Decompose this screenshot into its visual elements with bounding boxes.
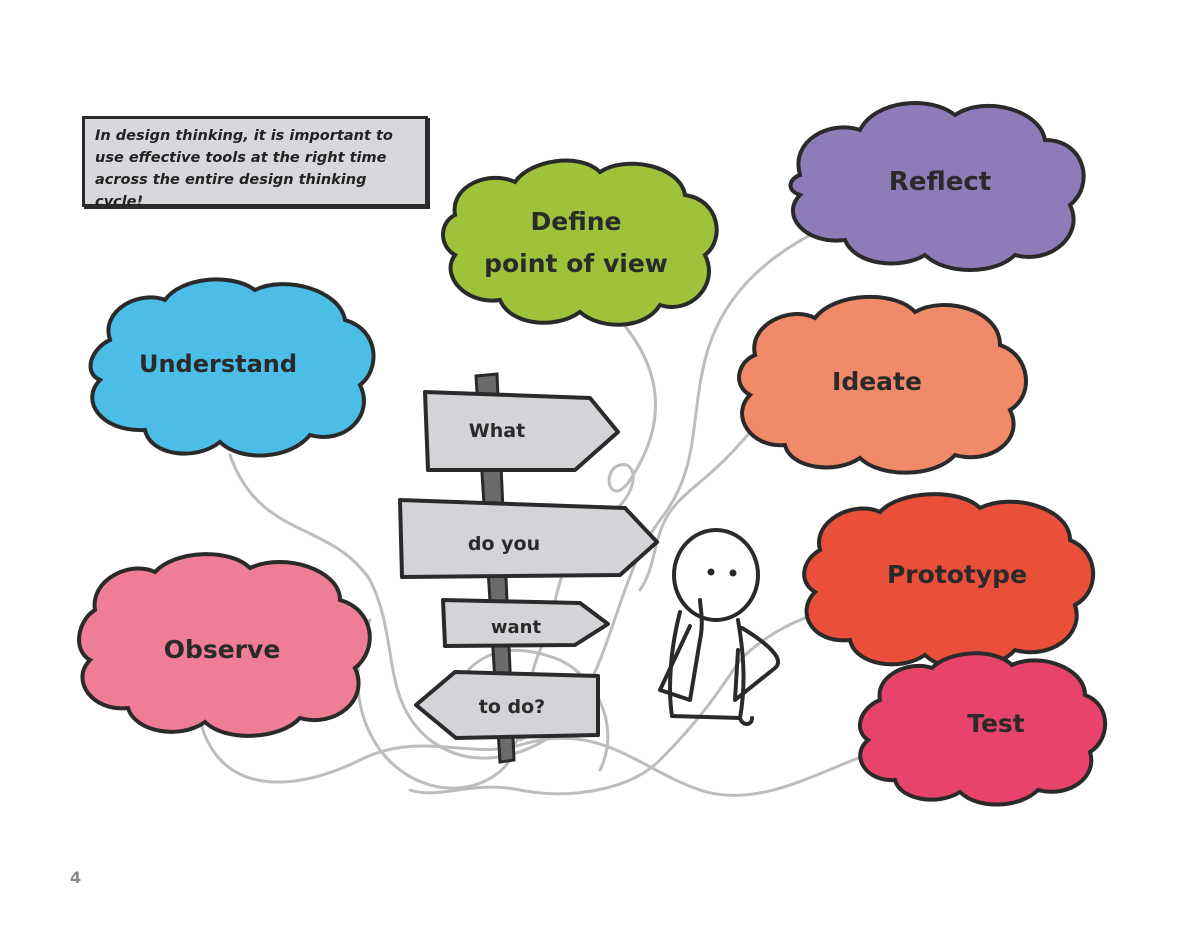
cloud-reflect-label: Reflect	[889, 167, 991, 197]
person-body	[668, 610, 746, 720]
cloud-define: Define point of view	[441, 158, 719, 327]
cloud-ideate-label: Ideate	[832, 367, 922, 396]
cloud-ideate-shape	[737, 295, 1028, 475]
thinking-person-illustration	[658, 528, 781, 726]
signpost: What do you want to do?	[398, 372, 659, 764]
person-arm-hip	[733, 626, 781, 702]
cloud-understand-shape	[88, 277, 376, 458]
cloud-reflect-shape	[788, 101, 1086, 272]
cloud-define-line1: Define	[531, 207, 622, 236]
cloud-observe: Observe	[77, 552, 372, 738]
cloud-prototype-label: Prototype	[887, 560, 1027, 589]
sign-to-do	[414, 670, 600, 740]
person-eye-left	[707, 568, 715, 576]
sign-what	[423, 390, 620, 472]
sign-want-label: want	[491, 617, 542, 638]
person-head	[672, 528, 760, 622]
cloud-define-line2: point of view	[484, 249, 668, 278]
cloud-test-shape	[857, 651, 1108, 807]
person-arm-thinking	[658, 598, 704, 702]
sign-do-you-label: do you	[468, 533, 540, 555]
sign-want	[441, 598, 610, 648]
cloud-test: Test	[857, 651, 1108, 807]
cloud-prototype-shape	[802, 492, 1096, 671]
sign-do-you	[398, 498, 659, 579]
person-foot	[738, 716, 754, 726]
sign-to-do-label: to do?	[479, 696, 545, 718]
cloud-observe-label: Observe	[164, 635, 281, 664]
cloud-understand: Understand	[88, 277, 376, 458]
cloud-test-label: Test	[967, 709, 1025, 738]
intro-note: In design thinking, it is important to u…	[82, 116, 428, 210]
cloud-observe-shape	[77, 552, 372, 738]
cloud-reflect: Reflect	[788, 101, 1086, 272]
cloud-understand-label: Understand	[139, 350, 297, 378]
page-number: 4	[70, 868, 82, 887]
cloud-ideate: Ideate	[737, 295, 1028, 475]
cloud-prototype: Prototype	[802, 492, 1096, 671]
cloud-define-shape	[441, 158, 719, 327]
sign-what-label: What	[469, 420, 525, 442]
person-eye-right	[729, 569, 737, 577]
